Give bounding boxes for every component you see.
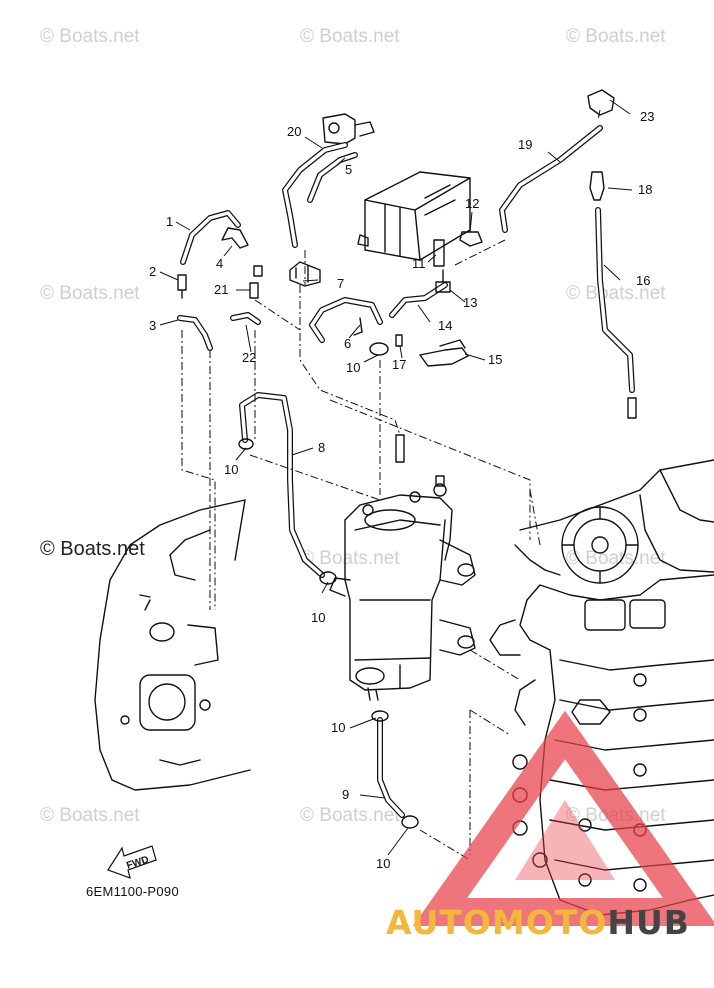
callout-7: 7 xyxy=(337,276,344,291)
callout-10d: 10 xyxy=(331,720,345,735)
watermark: © Boats.net xyxy=(300,805,400,826)
clip-4 xyxy=(221,227,249,249)
callout-11: 11 xyxy=(412,256,426,271)
fitting-2 xyxy=(177,274,187,299)
callout-8: 8 xyxy=(318,440,325,455)
callout-10a: 10 xyxy=(224,462,238,477)
callout-19: 19 xyxy=(518,137,532,152)
watermark: © Boats.net xyxy=(40,283,140,304)
callout-17: 17 xyxy=(392,357,406,372)
fwd-arrow-icon: FWD xyxy=(107,845,157,879)
solenoid-valve xyxy=(322,113,375,145)
callout-4: 4 xyxy=(216,256,223,271)
intake-plate xyxy=(94,499,251,791)
clamp-10 xyxy=(369,342,389,356)
automotohub-logo-icon xyxy=(412,710,714,926)
callout-9: 9 xyxy=(342,787,349,802)
diagram-code: 6EM1100-P090 xyxy=(86,884,179,899)
watermark: © Boats.net xyxy=(566,283,666,304)
watermark: © Boats.net xyxy=(40,26,140,47)
brand-wordmark: AUTOMOTOHUB xyxy=(386,903,690,942)
connector-23 xyxy=(587,89,615,116)
callout-3: 3 xyxy=(149,318,156,333)
callout-20: 20 xyxy=(287,124,301,139)
callout-14: 14 xyxy=(438,318,452,333)
watermark: © Boats.net xyxy=(566,26,666,47)
watermark: © Boats.net xyxy=(300,548,400,569)
callout-10c: 10 xyxy=(346,360,360,375)
callout-10e: 10 xyxy=(376,856,390,871)
watermark: © Boats.net xyxy=(566,548,666,569)
fitting-13 xyxy=(435,269,451,293)
callout-labels: 1 2 3 4 5 6 7 8 9 10 10 10 10 10 11 12 1… xyxy=(149,109,654,871)
callout-22: 22 xyxy=(242,350,256,365)
holder-7 xyxy=(289,261,321,287)
clamp-15 xyxy=(419,339,469,367)
callout-12: 12 xyxy=(465,196,479,211)
joint-18 xyxy=(589,171,605,201)
engine-block xyxy=(489,459,714,916)
watermark: © Boats.net xyxy=(40,805,140,826)
callout-13: 13 xyxy=(463,295,477,310)
clip-12 xyxy=(459,231,483,247)
vapor-separator xyxy=(329,475,476,701)
brand-part-b: HUB xyxy=(607,903,690,942)
brand-part-a: AUTOMOTO xyxy=(386,903,608,942)
callout-15: 15 xyxy=(488,352,502,367)
callout-16: 16 xyxy=(636,273,650,288)
callout-1: 1 xyxy=(166,214,173,229)
callout-6: 6 xyxy=(344,336,351,351)
callout-21: 21 xyxy=(214,282,228,297)
callout-2: 2 xyxy=(149,264,156,279)
watermark: © Boats.net xyxy=(300,26,400,47)
callout-18: 18 xyxy=(638,182,652,197)
fitting-21 xyxy=(249,282,259,299)
watermark-prominent: © Boats.net xyxy=(40,538,145,560)
callout-10b: 10 xyxy=(311,610,325,625)
callout-5: 5 xyxy=(345,162,352,177)
part-11 xyxy=(433,239,445,267)
callout-23: 23 xyxy=(640,109,654,124)
charcoal-canister xyxy=(357,171,471,261)
fitting-17 xyxy=(395,334,403,347)
